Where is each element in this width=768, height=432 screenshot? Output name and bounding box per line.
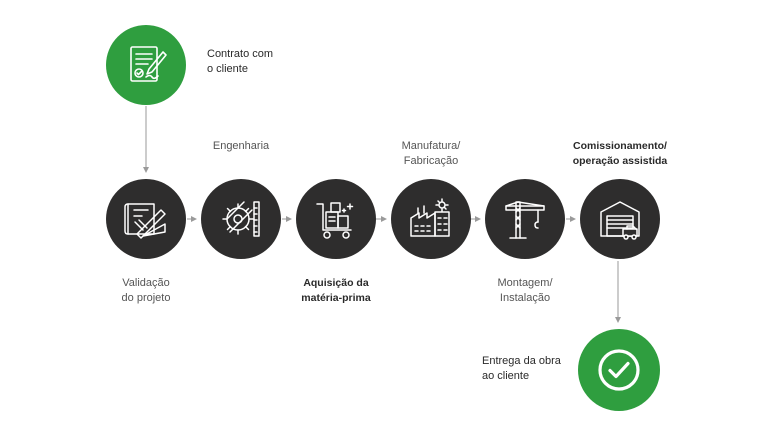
step-aquisicao-node [296,179,376,259]
delivery-node [578,329,660,411]
step-aquisicao-label: Aquisição da matéria-prima [301,277,371,304]
step-montagem-node [485,179,565,259]
delivery-label: Entrega da obra ao cliente [482,355,561,382]
contract-label: Contrato com o cliente [207,48,274,75]
check-circle-icon [598,349,640,391]
blueprint-icon [124,203,166,239]
crane-icon [505,201,545,239]
step-comissionamento-label: Comissionamento/ operação assistida [572,140,668,167]
step-montagem-label: Montagem/ Instalação [497,277,553,304]
warehouse-icon [600,201,640,240]
factory-icon [410,198,450,237]
material-cart-icon [316,202,354,239]
step-validacao-label: Validação do projeto [121,277,171,304]
step-manufatura-node [391,179,471,259]
step-validacao-node [106,179,186,259]
contract-node [106,25,186,105]
step-comissionamento-node [580,179,660,259]
step-engenharia-node [201,179,281,259]
engineering-gear-icon [222,201,260,237]
step-manufatura-label: Manufatura/ Fabricação [401,140,461,167]
contract-signature-icon [130,46,167,82]
step-engenharia-label: Engenharia [212,140,270,152]
